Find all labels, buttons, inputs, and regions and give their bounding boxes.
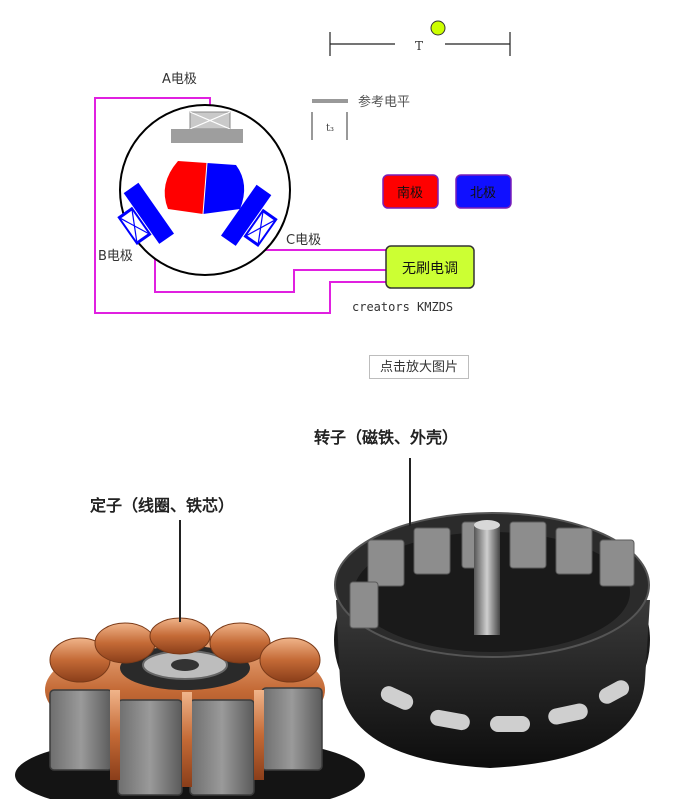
- north-pole-badge: 北极: [455, 174, 512, 209]
- rotor-caption: 转子（磁铁、外壳）: [314, 428, 458, 447]
- status-dot-icon: [430, 20, 446, 36]
- stator-caption: 定子（线圈、铁芯）: [89, 496, 234, 515]
- south-pole-badge: 南极: [382, 174, 439, 209]
- wire-a: [94, 97, 386, 314]
- reference-legend-label: 参考电平: [358, 94, 410, 110]
- motor-schematic: [117, 104, 291, 276]
- svg-text:南极: 南极: [397, 185, 423, 201]
- electrode-a-coil: [171, 111, 243, 143]
- electrode-b-coil: [117, 182, 175, 245]
- electrode-a-label: A电极: [162, 72, 197, 87]
- electrode-c-label: C电极: [286, 233, 321, 248]
- north-magnet: [203, 163, 245, 214]
- wiring: [94, 97, 386, 314]
- svg-text:北极: 北极: [470, 186, 496, 201]
- electrode-b-label: B电极: [98, 249, 133, 264]
- rotor-photo: [334, 512, 650, 768]
- reference-legend: 参考电平 t₃: [311, 94, 410, 140]
- stator-photo: [15, 617, 365, 799]
- period-label: T: [415, 39, 423, 53]
- south-magnet: [164, 161, 207, 214]
- period-indicator: T: [329, 20, 511, 56]
- esc-label: 无刷电调: [402, 261, 458, 277]
- credit-text: creators KMZDS: [352, 300, 453, 314]
- esc-box: 无刷电调: [385, 245, 475, 289]
- zoom-image-button[interactable]: 点击放大图片: [369, 355, 469, 379]
- electrode-c-coil: [220, 184, 278, 247]
- time-label: t₃: [326, 123, 334, 134]
- wire-b: [154, 258, 386, 293]
